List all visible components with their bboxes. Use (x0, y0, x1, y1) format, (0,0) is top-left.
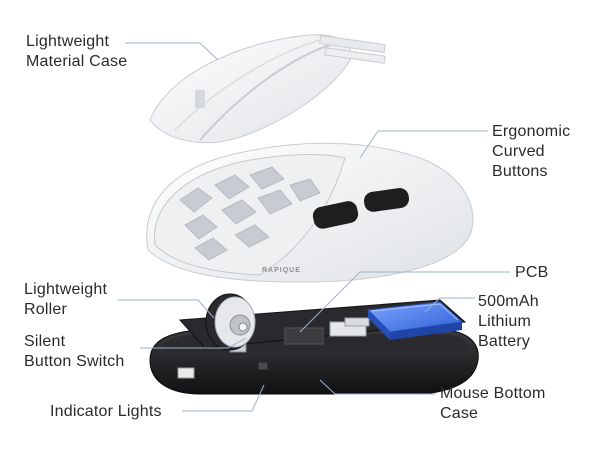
middle-ergonomic-shell: RAPIQUE (146, 142, 474, 283)
label-material-case: Lightweight Material Case (26, 32, 127, 72)
brand-mark: RAPIQUE (262, 267, 301, 274)
label-bottom-case: Mouse Bottom Case (440, 384, 546, 424)
leader-lines (118, 42, 510, 412)
label-line: Indicator Lights (50, 403, 162, 420)
label-line: Buttons (492, 163, 548, 180)
label-line: 500mAh (478, 293, 539, 310)
label-line: Curved (492, 143, 545, 160)
top-case-shell (149, 34, 386, 144)
label-line: Lightweight (24, 281, 108, 298)
label-line: Lithium (478, 313, 531, 330)
scroll-roller (205, 293, 256, 351)
label-line: Ergonomic (492, 123, 571, 140)
label-line: Lightweight (26, 33, 110, 50)
label-battery: 500mAh Lithium Battery (478, 292, 539, 352)
label-pcb: PCB (515, 263, 549, 283)
label-line: Roller (24, 301, 67, 318)
label-line: Mouse Bottom (440, 385, 546, 402)
label-line: Case (440, 405, 479, 422)
battery-pack (366, 301, 464, 340)
label-roller: Lightweight Roller (24, 280, 107, 320)
label-line: Button Switch (24, 353, 125, 370)
label-line: PCB (515, 264, 549, 281)
label-line: Material Case (26, 53, 128, 70)
label-ergonomic-buttons: Ergonomic Curved Buttons (492, 122, 570, 182)
label-indicator-lights: Indicator Lights (50, 402, 162, 422)
label-switch: Silent Button Switch (24, 332, 124, 372)
label-line: Silent (24, 333, 66, 350)
label-line: Battery (478, 333, 531, 350)
